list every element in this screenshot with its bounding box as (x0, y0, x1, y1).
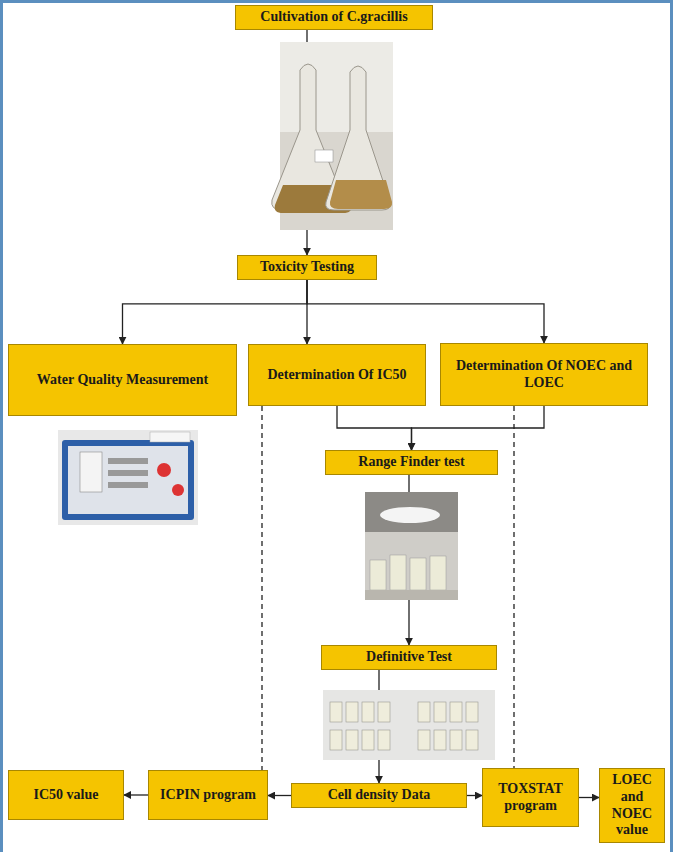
box-label: Water Quality Measurement (37, 372, 208, 389)
range-finder-photo (365, 492, 458, 600)
box-label: Cultivation of C.gracillis (260, 9, 407, 26)
box-label: Cell density Data (328, 787, 431, 804)
data-box: Cell density Data (291, 783, 467, 808)
process-box: Determination Of IC50 (248, 344, 426, 406)
process-box: Toxicity Testing (237, 255, 377, 280)
box-label: Range Finder test (358, 454, 464, 471)
flask-photo (272, 42, 393, 230)
program-box: ICPIN program (148, 770, 268, 820)
box-label: Toxicity Testing (260, 259, 354, 276)
process-box: Water Quality Measurement (8, 344, 237, 416)
box-label: Determination Of IC50 (267, 367, 406, 384)
box-label: ICPIN program (160, 787, 256, 804)
box-label: Definitive Test (366, 649, 452, 666)
arrow-connector (307, 280, 544, 343)
water-quality-kit-photo (58, 430, 198, 525)
process-box: Range Finder test (325, 450, 498, 475)
result-box: LOEC and NOEC value (599, 768, 665, 843)
box-label: LOEC and NOEC value (605, 772, 659, 839)
box-label: TOXSTAT program (488, 781, 573, 815)
arrow-connector (579, 797, 599, 798)
result-box: IC50 value (8, 770, 124, 820)
arrow-connector (467, 795, 482, 796)
arrow-connector (268, 795, 291, 796)
process-box: Definitive Test (321, 645, 497, 670)
arrow-connector (337, 406, 412, 450)
process-box: Determination Of NOEC and LOEC (440, 343, 648, 406)
program-box: TOXSTAT program (482, 768, 579, 827)
culture-box: Cultivation of C.gracillis (235, 5, 433, 30)
arrow-connector (123, 280, 308, 344)
definitive-test-photo (323, 690, 495, 760)
box-label: IC50 value (34, 787, 99, 804)
dashed-connector (513, 406, 514, 768)
box-label: Determination Of NOEC and LOEC (446, 358, 642, 392)
dashed-connector (261, 406, 262, 770)
arrow-connector (412, 406, 545, 450)
arrow-connector (124, 794, 148, 795)
